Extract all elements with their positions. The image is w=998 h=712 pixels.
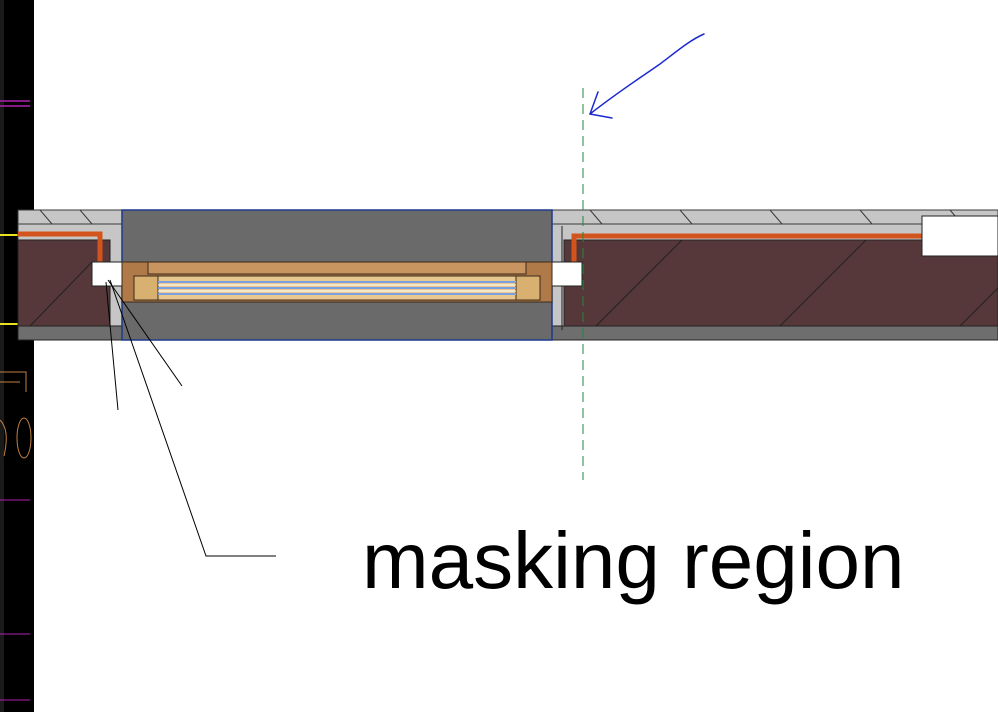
hand-drawn-arrow-icon xyxy=(589,33,705,119)
masking-region-annotation: masking region xyxy=(362,516,905,605)
leader-lines xyxy=(105,279,276,557)
left-viewport-strip xyxy=(0,0,34,712)
window-unit xyxy=(91,261,583,303)
